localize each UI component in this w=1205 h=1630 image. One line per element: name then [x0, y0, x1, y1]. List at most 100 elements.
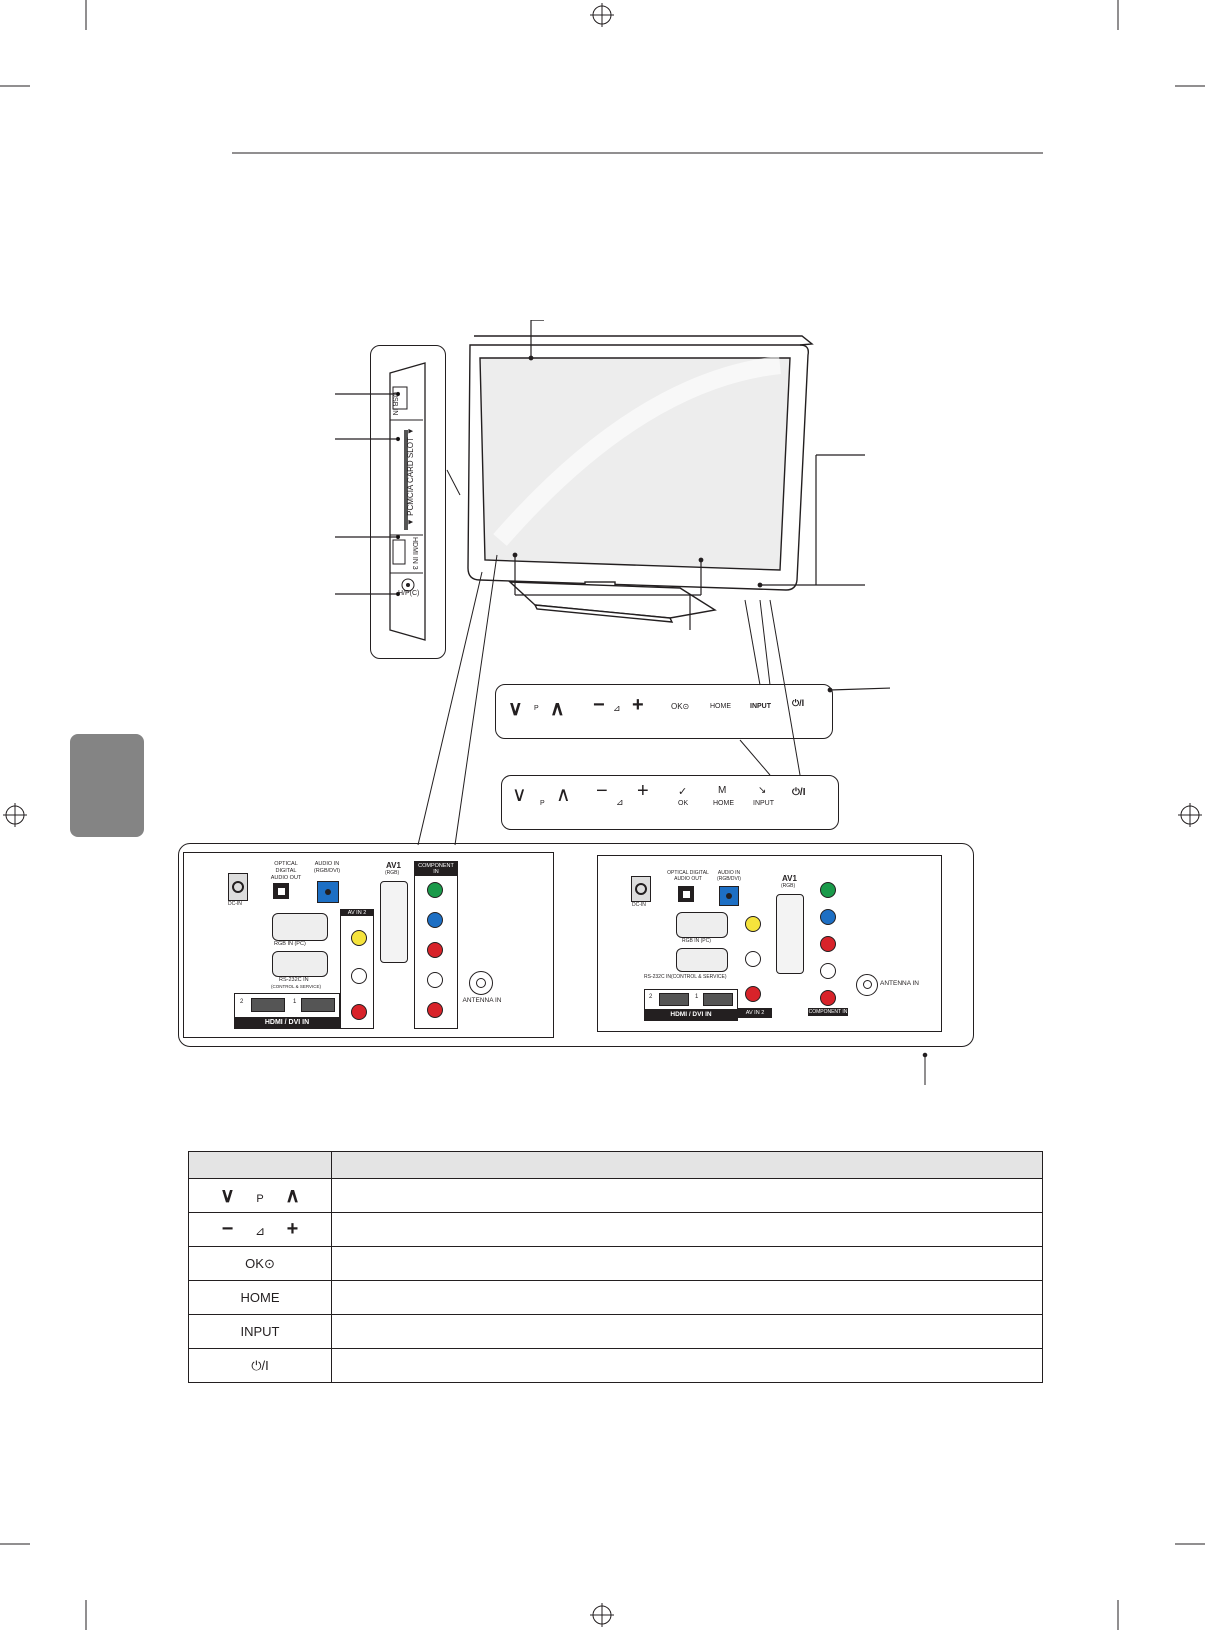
av-video-jack-icon	[745, 916, 761, 932]
tv-screen	[479, 357, 791, 571]
table-row: − ⊿ +	[188, 1212, 1043, 1247]
input-label: INPUT	[753, 800, 774, 807]
rs232-port-icon	[272, 951, 328, 977]
table-row: ⏻/I	[188, 1348, 1043, 1383]
channel-up-icon: ∧	[556, 784, 571, 806]
rear-panel-a: DC-IN OPTICAL DIGITAL AUDIO OUT AUDIO IN…	[183, 852, 554, 1038]
volume-down-icon: −	[593, 694, 605, 716]
button-cell: INPUT	[188, 1314, 332, 1349]
front-button-panel-a	[495, 684, 833, 739]
rear-panels-frame	[178, 843, 974, 1047]
rgb-in-label: RGB IN (PC)	[274, 941, 306, 947]
hdmi-group: 2 1 HDMI / DVI IN	[234, 993, 340, 1029]
channel-label: P	[534, 705, 539, 712]
component-label: COMPONENT IN	[415, 862, 457, 876]
component-pb-jack-icon	[820, 909, 836, 925]
av-audio-r-jack-icon	[745, 986, 761, 1002]
volume-up-icon: +	[286, 1218, 299, 1240]
button-table: ∨ P ∧ − ⊿ + OK⊙ HOME INPUT ⏻/I	[188, 1151, 1043, 1383]
volume-icon: ⊿	[616, 797, 624, 807]
av1-label: AV1	[782, 874, 797, 883]
hdmi-label: HDMI / DVI IN	[645, 1009, 737, 1020]
table-row: INPUT	[188, 1314, 1043, 1349]
av-in2-label: AV IN 2	[341, 910, 373, 916]
volume-up-icon: +	[632, 694, 644, 716]
optical-label: OPTICAL DIGITAL AUDIO OUT	[270, 861, 302, 881]
hdmi-group: 2 1 HDMI / DVI IN	[644, 989, 738, 1021]
channel-up-icon: ∧	[285, 1185, 300, 1207]
front-panel-b-buttons: ∨ P ∧ − ⊿ + ✓ OK M HOME ↘ INPUT ⏻/I	[512, 780, 832, 818]
rs232-port-icon	[676, 948, 728, 972]
rgb-in-port-icon	[676, 912, 728, 938]
channel-down-icon: ∨	[220, 1185, 235, 1207]
description-cell	[331, 1178, 1043, 1213]
audio-in-label: AUDIO IN (RGB/DVI)	[313, 861, 341, 874]
section-tab	[70, 734, 144, 837]
channel-down-icon: ∨	[508, 698, 523, 720]
av-in2-label: AV IN 2	[738, 1008, 772, 1018]
volume-down-icon: −	[221, 1218, 234, 1240]
antenna-jack-icon	[469, 971, 493, 995]
ok-label: OK⊙	[671, 702, 690, 711]
home-m-icon: M	[718, 785, 727, 796]
home-label: HOME	[713, 800, 734, 807]
power-label: ⏻/I	[792, 698, 805, 708]
av1-sub-label: (RGB)	[781, 883, 796, 889]
component-y-jack-icon	[427, 882, 443, 898]
dc-in-label: DC-IN	[632, 902, 646, 908]
description-cell	[331, 1212, 1043, 1247]
usb-port-icon	[392, 386, 408, 410]
audio-l-jack-icon	[351, 968, 367, 984]
volume-icon: ⊿	[613, 703, 621, 713]
table-row: HOME	[188, 1280, 1043, 1315]
home-label: HOME	[710, 703, 731, 710]
component-pr-jack-icon	[820, 936, 836, 952]
callout-lines	[417, 469, 928, 1085]
description-cell	[331, 1280, 1043, 1315]
av1-sub-label: (RGB)	[385, 870, 400, 876]
description-cell	[331, 1314, 1043, 1349]
component-audio-l-jack-icon	[427, 972, 443, 988]
hdmi1-port-icon	[301, 998, 335, 1012]
rs232-label: RS-232C IN(CONTROL & SERVICE)	[644, 974, 727, 980]
button-cell: ∨ P ∧	[188, 1178, 332, 1213]
av-in2-group: AV IN 2	[340, 909, 374, 1029]
channel-up-icon: ∧	[550, 698, 565, 720]
volume-down-icon: −	[596, 780, 608, 802]
antenna-label: ANTENNA IN	[880, 980, 920, 987]
optical-label: OPTICAL DIGITAL AUDIO OUT	[667, 870, 709, 882]
audio-in-port-icon	[317, 881, 339, 903]
pcmcia-slot-icon	[404, 430, 408, 530]
side-connector-panel	[370, 345, 446, 659]
front-button-panel-b	[501, 775, 839, 830]
stand-bracket	[512, 552, 704, 630]
rgb-in-label: RGB IN (PC)	[682, 938, 711, 944]
button-cell: ⏻/I	[188, 1348, 332, 1383]
description-cell	[331, 1348, 1043, 1383]
audio-in-port-icon	[719, 886, 739, 906]
table-row: ∨ P ∧	[188, 1178, 1043, 1213]
component-pr-jack-icon	[427, 942, 443, 958]
rs232-sub-label: (CONTROL & SERVICE)	[271, 984, 322, 989]
table-row: OK⊙	[188, 1246, 1043, 1281]
registration-mark-bottom	[590, 1603, 614, 1627]
input-label: INPUT	[750, 703, 771, 710]
audio-r-jack-icon	[351, 1004, 367, 1020]
component-y-jack-icon	[820, 882, 836, 898]
button-cell: HOME	[188, 1280, 332, 1315]
button-cell: OK⊙	[188, 1246, 332, 1281]
component-pb-jack-icon	[427, 912, 443, 928]
power-label: ⏻/I	[792, 787, 806, 798]
tv-illustration	[467, 320, 814, 623]
optical-port-icon	[678, 886, 694, 902]
av1-label: AV1	[386, 861, 401, 870]
dc-in-label: DC-IN	[228, 901, 242, 907]
rear-panel-b: DC-IN OPTICAL DIGITAL AUDIO OUT AUDIO IN…	[597, 855, 942, 1032]
component-audio-r-jack-icon	[820, 990, 836, 1006]
volume-icon: ⊿	[254, 1224, 266, 1238]
front-panel-a-buttons: ∨ P ∧ − ⊿ + OK⊙ HOME INPUT ⏻/I	[508, 694, 818, 722]
av-audio-l-jack-icon	[745, 951, 761, 967]
volume-up-icon: +	[637, 780, 649, 802]
antenna-jack-icon	[856, 974, 878, 996]
